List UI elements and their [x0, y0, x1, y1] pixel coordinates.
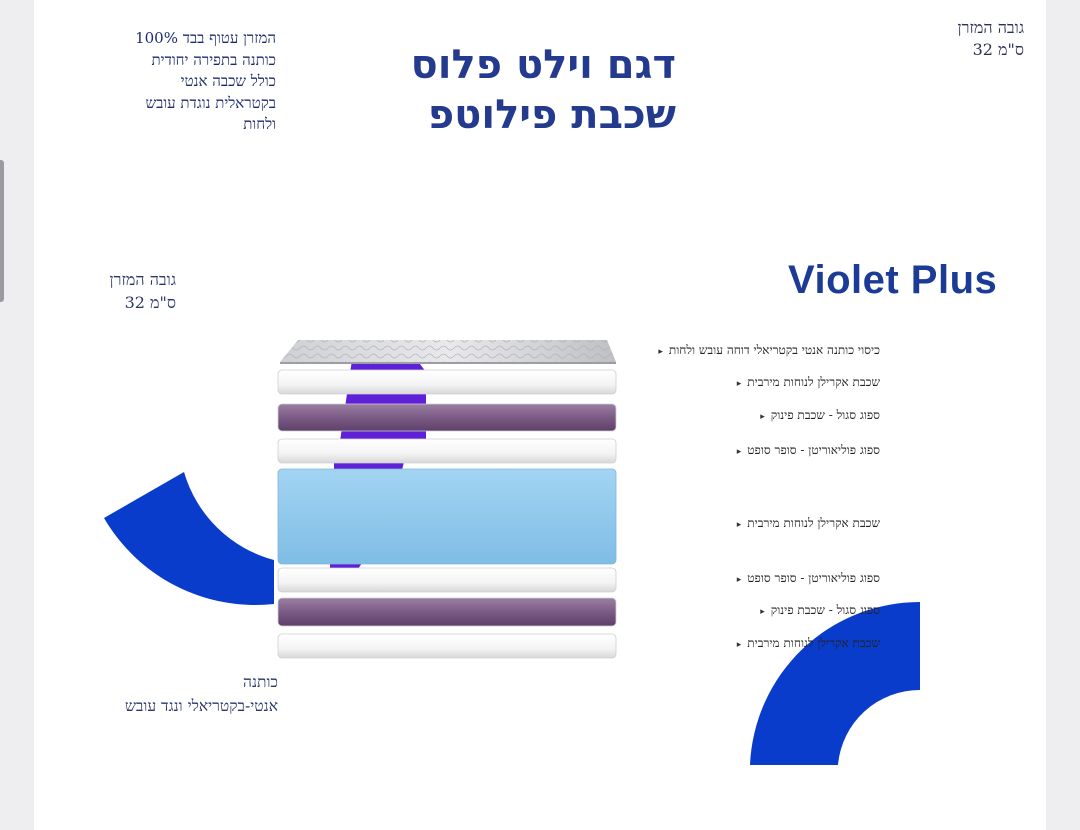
brand-name: Violet Plus [788, 258, 998, 302]
layer-label-text: שכבת אקרילן לנוחות מירבית [747, 636, 880, 650]
layer-bullet-icon: ▸ [760, 412, 765, 422]
layer-label: ספוג סגול - שכבת פינוק ▸ [760, 603, 880, 618]
height-value: ס"מ 32 [124, 293, 176, 312]
layer-bullet-icon: ▸ [658, 347, 663, 357]
mattress-graphic [104, 340, 920, 765]
decor-arc-right [750, 601, 920, 765]
layer-white [277, 438, 617, 464]
description-line: בקטראלית נוגדת עובש [145, 93, 276, 112]
layer-label: שכבת אקרילן לנוחות מירבית ▸ [737, 636, 880, 651]
layer-purple [277, 403, 617, 432]
layer-white [277, 633, 617, 659]
layer-label-text: שכבת אקרילן לנוחות מירבית [747, 516, 880, 530]
caption-line: אנטי-בקטריאלי ונגד עובש [124, 697, 278, 715]
mattress-layers [277, 369, 617, 659]
layer-white [277, 567, 617, 593]
decor-arc-left [104, 472, 274, 606]
product-page: המזרן עטוף בבד 100% כותנה בתפירה יחודית … [34, 0, 1046, 830]
description-line: המזרן עטוף בבד 100% [135, 29, 276, 47]
cover-caption: כותנה אנטי-בקטריאלי ונגד עובש [125, 670, 278, 718]
layer-blue [277, 468, 617, 565]
product-description: המזרן עטוף בבד 100% כותנה בתפירה יחודית … [56, 28, 276, 136]
height-note-top: גובה המזרן ס"מ 32 [958, 17, 1024, 61]
title-line: שכבת פילוטפ [427, 92, 676, 138]
layer-purple [277, 597, 617, 627]
scrollbar-handle[interactable] [0, 160, 4, 302]
layer-white [277, 369, 617, 395]
layer-label: ספוג פוליאוריטן - סופר סופט ▸ [737, 443, 880, 458]
layer-label: שכבת אקרילן לנוחות מירבית ▸ [737, 516, 880, 531]
title-line: דגם וילט פלוס [410, 42, 676, 88]
layer-label-text: כיסוי כותנה אנטי בקטריאלי דוחה עובש ולחו… [668, 343, 880, 357]
height-label: גובה המזרן [109, 270, 176, 289]
layer-bullet-icon: ▸ [736, 520, 742, 530]
layer-bullet-icon: ▸ [736, 379, 742, 389]
height-note-side: גובה המזרן ס"מ 32 [110, 268, 176, 314]
layer-cover [280, 340, 616, 364]
description-line: ולחות [243, 115, 276, 133]
height-label: גובה המזרן [957, 18, 1024, 37]
layer-label-text: ספוג פוליאוריטן - סופר סופט [747, 443, 880, 457]
page-title: דגם וילט פלוס שכבת פילוטפ [411, 40, 676, 140]
layer-bullet-icon: ▸ [736, 640, 742, 650]
layer-label-text: שכבת אקרילן לנוחות מירבית [747, 375, 880, 389]
layer-bullet-icon: ▸ [736, 447, 742, 457]
layer-label-text: ספוג פוליאוריטן - סופר סופט [747, 571, 880, 585]
layer-label-text: ספוג סגול - שכבת פינוק [770, 408, 880, 422]
description-line: כותנה בתפירה יחודית [151, 50, 276, 69]
layer-bullet-icon: ▸ [736, 575, 742, 585]
description-line: כולל שכבה אנטי [180, 72, 276, 90]
height-value: ס"מ 32 [972, 40, 1024, 59]
caption-line: כותנה [243, 673, 278, 691]
layer-label-text: ספוג סגול - שכבת פינוק [770, 603, 880, 617]
layer-label: כיסוי כותנה אנטי בקטריאלי דוחה עובש ולחו… [658, 343, 880, 358]
layer-label: ספוג סגול - שכבת פינוק ▸ [760, 408, 880, 423]
layer-label: שכבת אקרילן לנוחות מירבית ▸ [737, 375, 880, 390]
layer-label: ספוג פוליאוריטן - סופר סופט ▸ [737, 571, 880, 586]
layer-bullet-icon: ▸ [760, 607, 765, 617]
